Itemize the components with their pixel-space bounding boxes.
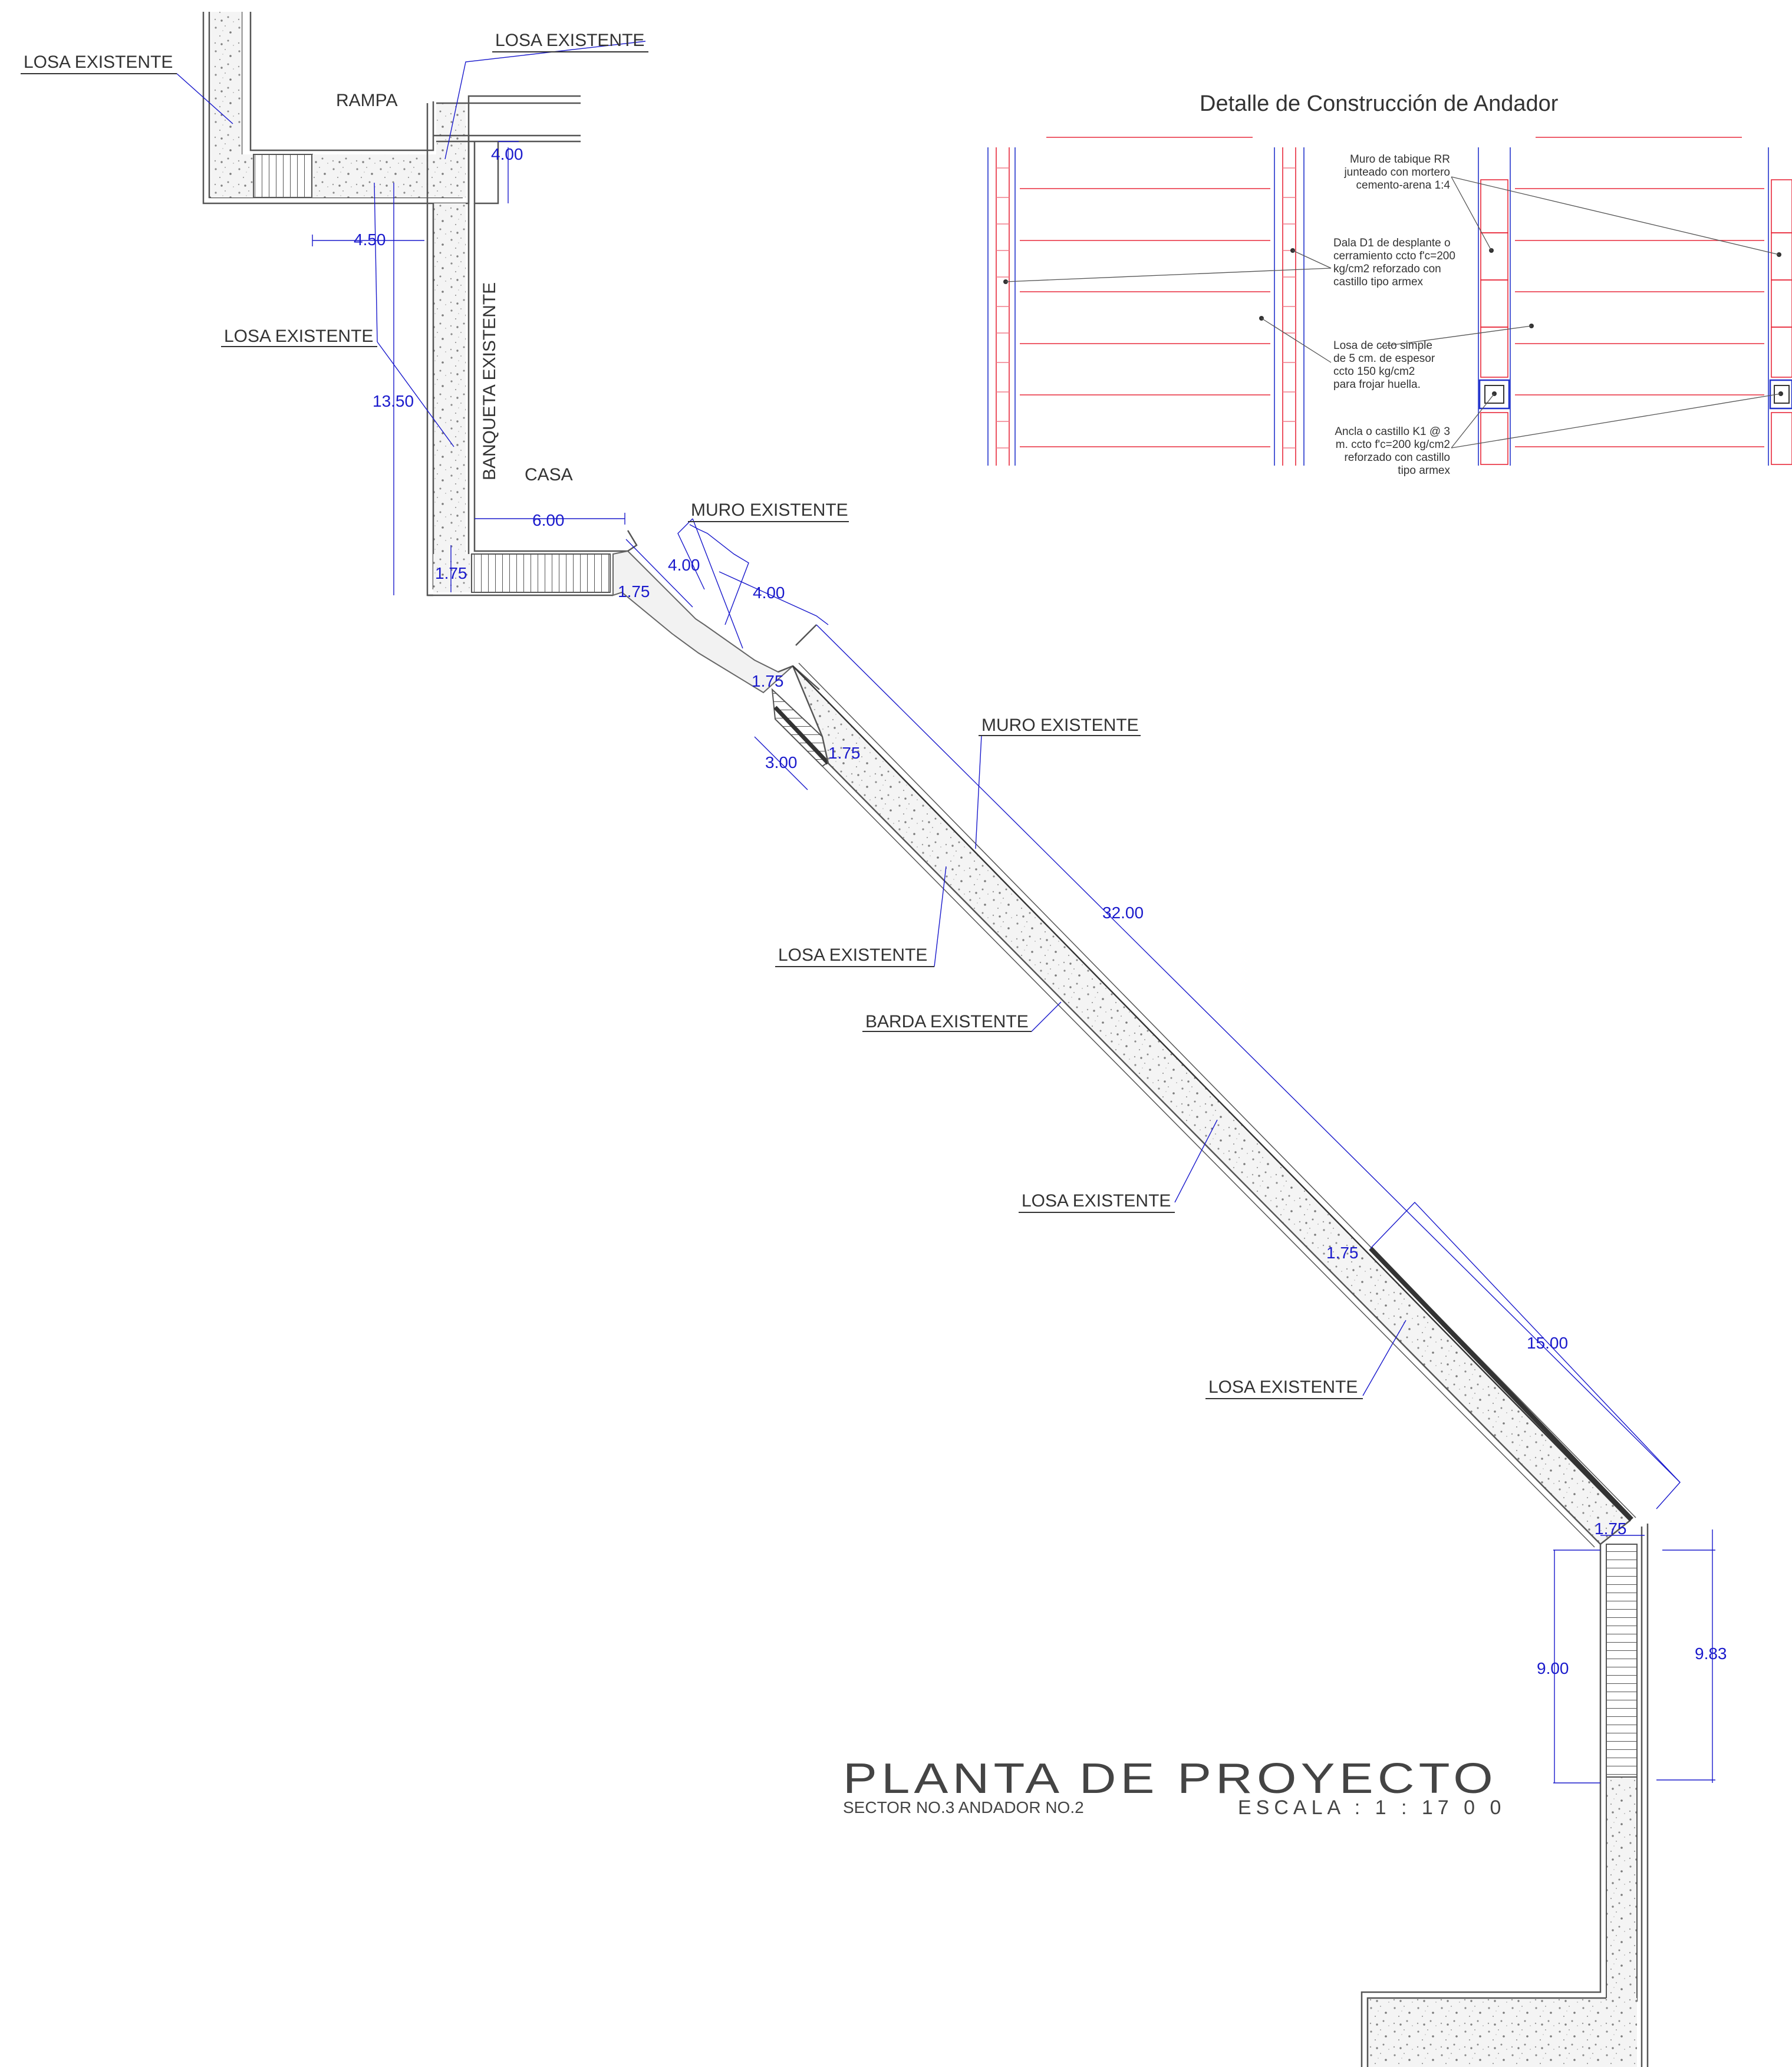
label-losa-existente-1: LOSA EXISTENTE xyxy=(24,52,173,72)
plan-title: PLANTA DE PROYECTO xyxy=(843,1755,1497,1802)
top-left-slab xyxy=(202,12,581,205)
label-banqueta-existente: BANQUETA EXISTENTE xyxy=(480,282,499,480)
label-leaders xyxy=(176,41,1406,1396)
dim-4-00-top: 4.00 xyxy=(491,145,523,163)
dimension-lines xyxy=(312,141,1715,1784)
dim-32-00: 32.00 xyxy=(1102,904,1144,922)
svg-text:Dala D1 de desplante o: Dala D1 de desplante o xyxy=(1333,237,1451,249)
detail-note-losa: Losa de ccto simple de 5 cm. de espesor … xyxy=(1261,318,1532,391)
label-barda-existente: BARDA EXISTENTE xyxy=(865,1012,1029,1031)
svg-text:Muro de tabique RR: Muro de tabique RR xyxy=(1350,153,1450,166)
label-casa: CASA xyxy=(525,465,573,484)
svg-text:para frojar huella.: para frojar huella. xyxy=(1333,378,1421,391)
svg-text:reforzado con castillo: reforzado con castillo xyxy=(1344,451,1450,464)
svg-text:cemento-arena 1:4: cemento-arena 1:4 xyxy=(1356,179,1451,192)
dim-3-00: 3.00 xyxy=(765,753,798,772)
detail-note-dala: Dala D1 de desplante o cerramiento ccto … xyxy=(1005,237,1455,288)
dim-4-00-b: 4.00 xyxy=(753,583,785,602)
svg-text:kg/cm2 reforzado con: kg/cm2 reforzado con xyxy=(1333,263,1441,275)
dim-9-83: 9.83 xyxy=(1695,1644,1727,1663)
site-plan xyxy=(176,12,1715,2067)
dim-1-75-f: 1.75 xyxy=(1595,1519,1627,1538)
label-losa-existente-4: LOSA EXISTENTE xyxy=(778,945,927,965)
svg-text:ccto 150 kg/cm2: ccto 150 kg/cm2 xyxy=(1333,365,1415,378)
dim-15-00: 15.00 xyxy=(1527,1334,1568,1352)
dim-6-00: 6.00 xyxy=(532,511,565,529)
detail-title: Detalle de Construcción de Andador xyxy=(1200,91,1559,116)
dim-4-50: 4.50 xyxy=(354,230,386,249)
dim-1-75-e: 1.75 xyxy=(1326,1244,1359,1262)
long-diagonal-slab xyxy=(792,662,1636,1548)
construction-detail: Detalle de Construcción de Andador xyxy=(987,91,1792,477)
dim-1-75-c: 1.75 xyxy=(752,672,784,690)
svg-text:tipo armex: tipo armex xyxy=(1398,464,1450,477)
detail-note-ancla: Ancla o castillo K1 @ 3 m. ccto f'c=200 … xyxy=(1335,393,1781,477)
svg-text:de 5 cm. de espesor: de 5 cm. de espesor xyxy=(1333,352,1435,365)
dim-1-75-b: 1.75 xyxy=(618,582,650,601)
detail-right-section xyxy=(1478,147,1792,466)
svg-text:Ancla o castillo K1 @ 3: Ancla o castillo K1 @ 3 xyxy=(1335,426,1450,438)
label-losa-existente-3: LOSA EXISTENTE xyxy=(224,327,373,346)
plan-labels: LOSA EXISTENTE LOSA EXISTENTE RAMPA LOSA… xyxy=(21,31,1363,1399)
dim-9-00: 9.00 xyxy=(1537,1659,1569,1677)
detail-note-muro: Muro de tabique RR junteado con mortero … xyxy=(1343,153,1780,255)
plan-scale: ESCALA : 1 : 17 0 0 xyxy=(1238,1796,1506,1819)
label-muro-existente-2: MURO EXISTENTE xyxy=(981,716,1139,735)
plan-subtitle: SECTOR NO.3 ANDADOR NO.2 xyxy=(843,1798,1084,1817)
dimension-values: 4.00 4.50 13.50 6.00 1.75 1.75 4.00 4.00… xyxy=(354,145,1727,1677)
dim-13-50: 13.50 xyxy=(373,392,414,410)
svg-text:castillo tipo armex: castillo tipo armex xyxy=(1333,276,1424,288)
banqueta-slab xyxy=(426,103,628,596)
label-rampa: RAMPA xyxy=(336,91,397,110)
svg-text:m. ccto f'c=200 kg/cm2: m. ccto f'c=200 kg/cm2 xyxy=(1336,439,1450,451)
detail-left-section xyxy=(987,147,1305,466)
svg-text:junteado con mortero: junteado con mortero xyxy=(1343,166,1450,179)
diagonal-stairs-upper xyxy=(612,530,854,767)
dim-4-00-a: 4.00 xyxy=(668,556,700,574)
label-losa-existente-5: LOSA EXISTENTE xyxy=(1022,1191,1171,1211)
dim-1-75-d: 1.75 xyxy=(828,744,861,762)
plan-title-block: PLANTA DE PROYECTO SECTOR NO.3 ANDADOR N… xyxy=(843,1755,1506,1819)
label-losa-existente-6: LOSA EXISTENTE xyxy=(1208,1377,1358,1397)
svg-text:cerramiento ccto f'c=200: cerramiento ccto f'c=200 xyxy=(1333,250,1455,262)
dim-1-75-a: 1.75 xyxy=(435,564,467,582)
label-losa-existente-2: LOSA EXISTENTE xyxy=(495,31,644,50)
lower-vertical-slab xyxy=(1361,1524,1649,2067)
label-muro-existente-1: MURO EXISTENTE xyxy=(691,500,848,520)
